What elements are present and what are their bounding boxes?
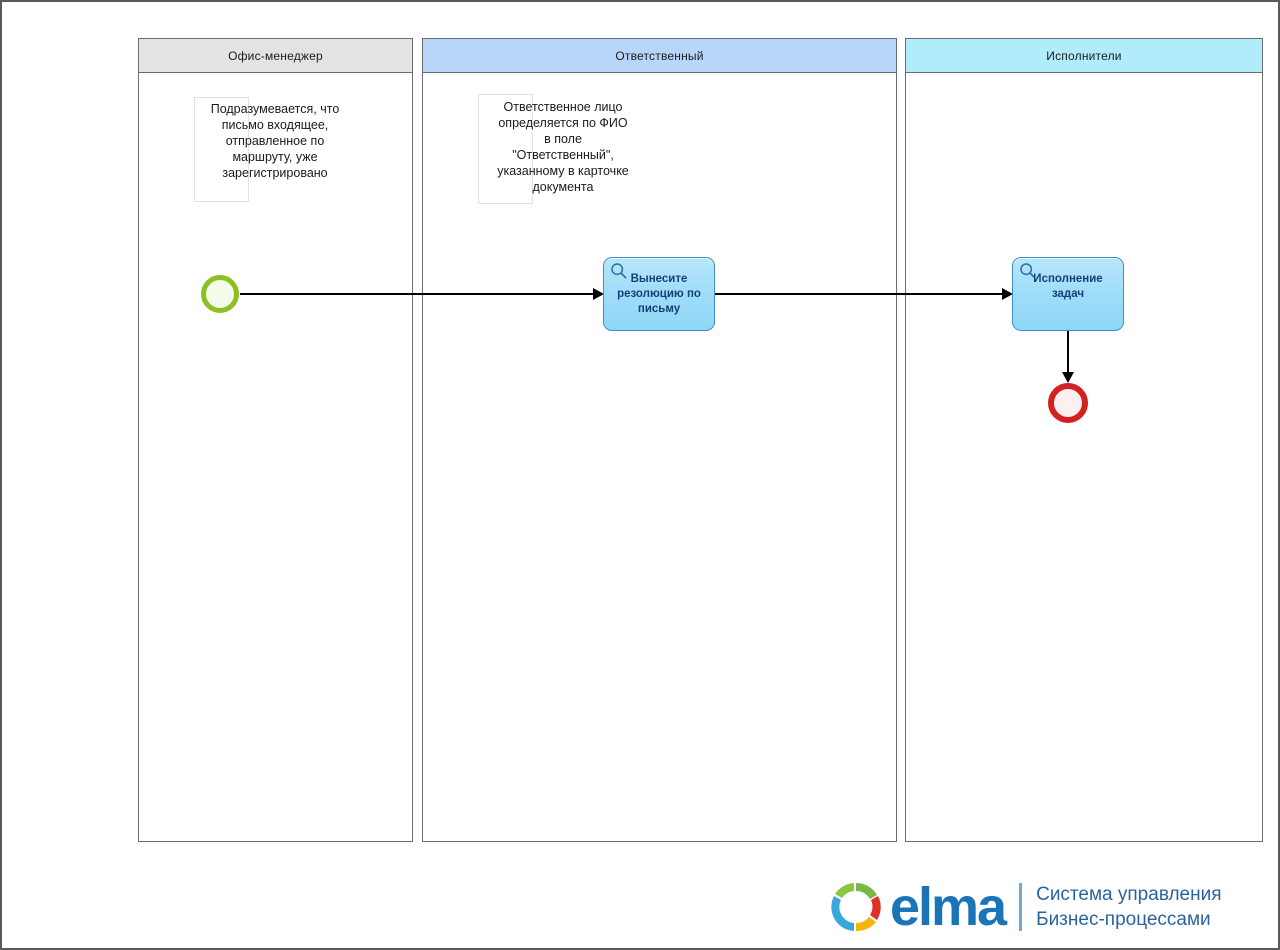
logo-divider [1019,883,1023,931]
swimlane-office-manager[interactable]: Офис-менеджер [138,38,413,842]
swimlane-header-office-manager: Офис-менеджер [139,39,412,73]
annotation-box-responsible-note[interactable] [478,94,533,204]
sequence-flow-arrowhead-end [1062,372,1074,383]
elma-wordmark: elma [890,877,1007,937]
task-execution-label: Исполнение задач [1033,273,1103,300]
end-event-circle[interactable] [1048,383,1088,423]
elma-tagline: Система управления Бизнес-процессами [1036,884,1222,930]
annotation-box-registration-note[interactable] [194,97,249,202]
sequence-flow-arrowhead-execution [1002,288,1013,300]
task-execution[interactable]: Исполнение задач [1012,257,1124,331]
sequence-flow-resolution-to-execution[interactable] [715,293,1011,295]
magnifier-icon [611,263,627,279]
swimlane-title-responsible: Ответственный [615,48,704,63]
swimlane-header-performers: Исполнители [906,39,1262,73]
swimlane-title-office-manager: Офис-менеджер [228,48,323,63]
sequence-flow-arrowhead-resolution [593,288,604,300]
magnifier-icon [1020,263,1036,279]
swimlane-responsible[interactable]: Ответственный [422,38,897,842]
swimlane-body-performers [906,73,1262,841]
swimlane-body-office-manager [139,73,412,841]
task-resolution[interactable]: Вынесите резолюцию по письму [603,257,715,331]
elma-logo: elma Система управления Бизнес-процессам… [826,877,1222,937]
sequence-flow-start-to-resolution[interactable] [240,293,602,295]
swimlane-body-responsible [423,73,896,841]
swimlane-header-responsible: Ответственный [423,39,896,73]
swimlane-title-performers: Исполнители [1046,48,1122,63]
start-event-circle[interactable] [201,275,239,313]
circular-arrows-icon [831,882,881,932]
task-resolution-label: Вынесите резолюцию по письму [617,273,701,315]
sequence-flow-execution-to-end[interactable] [1067,331,1069,377]
swimlane-performers[interactable]: Исполнители [905,38,1263,842]
